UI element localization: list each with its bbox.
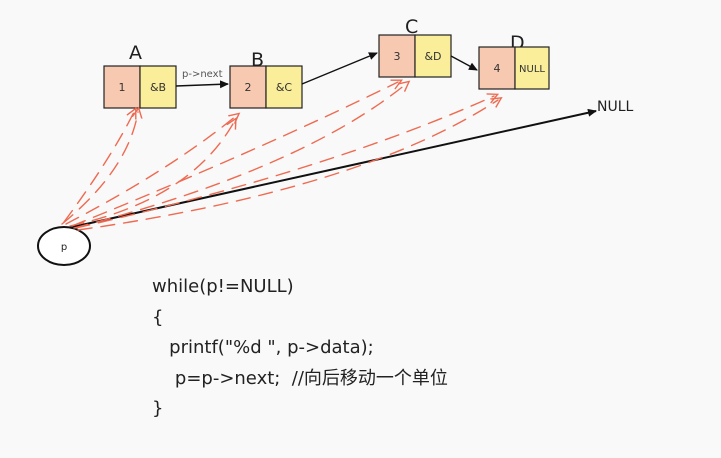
pointer-p-label: p bbox=[61, 242, 67, 253]
arrow-a-to-b bbox=[175, 80, 229, 89]
traversal-arrow-to-a-1 bbox=[63, 112, 134, 223]
node-d-next-value: NULL bbox=[519, 64, 545, 75]
node-c-next-value: &D bbox=[424, 50, 441, 63]
pointer-p-node bbox=[37, 226, 91, 266]
node-b-data-value: 2 bbox=[245, 81, 252, 94]
node-c: C 3 &D bbox=[378, 16, 452, 78]
code-line-5: } bbox=[152, 398, 164, 419]
traversal-arrow-to-b-2 bbox=[69, 122, 234, 227]
node-c-next-cell bbox=[414, 34, 452, 78]
node-b: B 2 &C bbox=[229, 49, 303, 109]
edge-label-a-b: p->next bbox=[182, 69, 223, 80]
arrow-c-to-d bbox=[450, 55, 478, 71]
code-line-3: printf("%d ", p->data); bbox=[152, 337, 374, 358]
node-d: D 4 NULL bbox=[478, 32, 550, 90]
node-c-data-cell bbox=[378, 34, 416, 78]
traversal-arrow-to-b-1 bbox=[65, 116, 236, 225]
code-line-1: while(p!=NULL) bbox=[152, 276, 294, 297]
node-label-a: A bbox=[129, 42, 142, 64]
node-a-next-cell bbox=[139, 65, 177, 109]
node-d-next-cell bbox=[514, 46, 550, 90]
traversal-arrow-to-c-1 bbox=[71, 82, 398, 227]
node-a-data-value: 1 bbox=[119, 81, 126, 94]
node-b-next-cell bbox=[265, 65, 303, 109]
node-b-next-value: &C bbox=[276, 81, 293, 94]
null-label: NULL bbox=[597, 99, 634, 115]
traversal-arrow-to-c-2 bbox=[73, 84, 406, 229]
traversal-arrow-to-d-1 bbox=[75, 96, 494, 229]
code-line-4: p=p->next; //向后移动一个单位 bbox=[152, 367, 448, 389]
node-label-c: C bbox=[405, 16, 418, 38]
code-block: while(p!=NULL){ printf("%d ", p->data); … bbox=[152, 272, 448, 425]
node-c-data-value: 3 bbox=[394, 50, 401, 63]
traversal-arrow-to-d-2 bbox=[77, 100, 498, 231]
traversal-arrows bbox=[61, 82, 498, 231]
traversal-arrow-to-a-2 bbox=[61, 112, 138, 225]
arrow-b-to-c bbox=[301, 52, 378, 85]
node-a: A 1 &B bbox=[103, 42, 177, 109]
code-line-2: { bbox=[152, 306, 164, 328]
node-d-data-value: 4 bbox=[494, 62, 501, 75]
node-a-next-value: &B bbox=[150, 81, 166, 94]
